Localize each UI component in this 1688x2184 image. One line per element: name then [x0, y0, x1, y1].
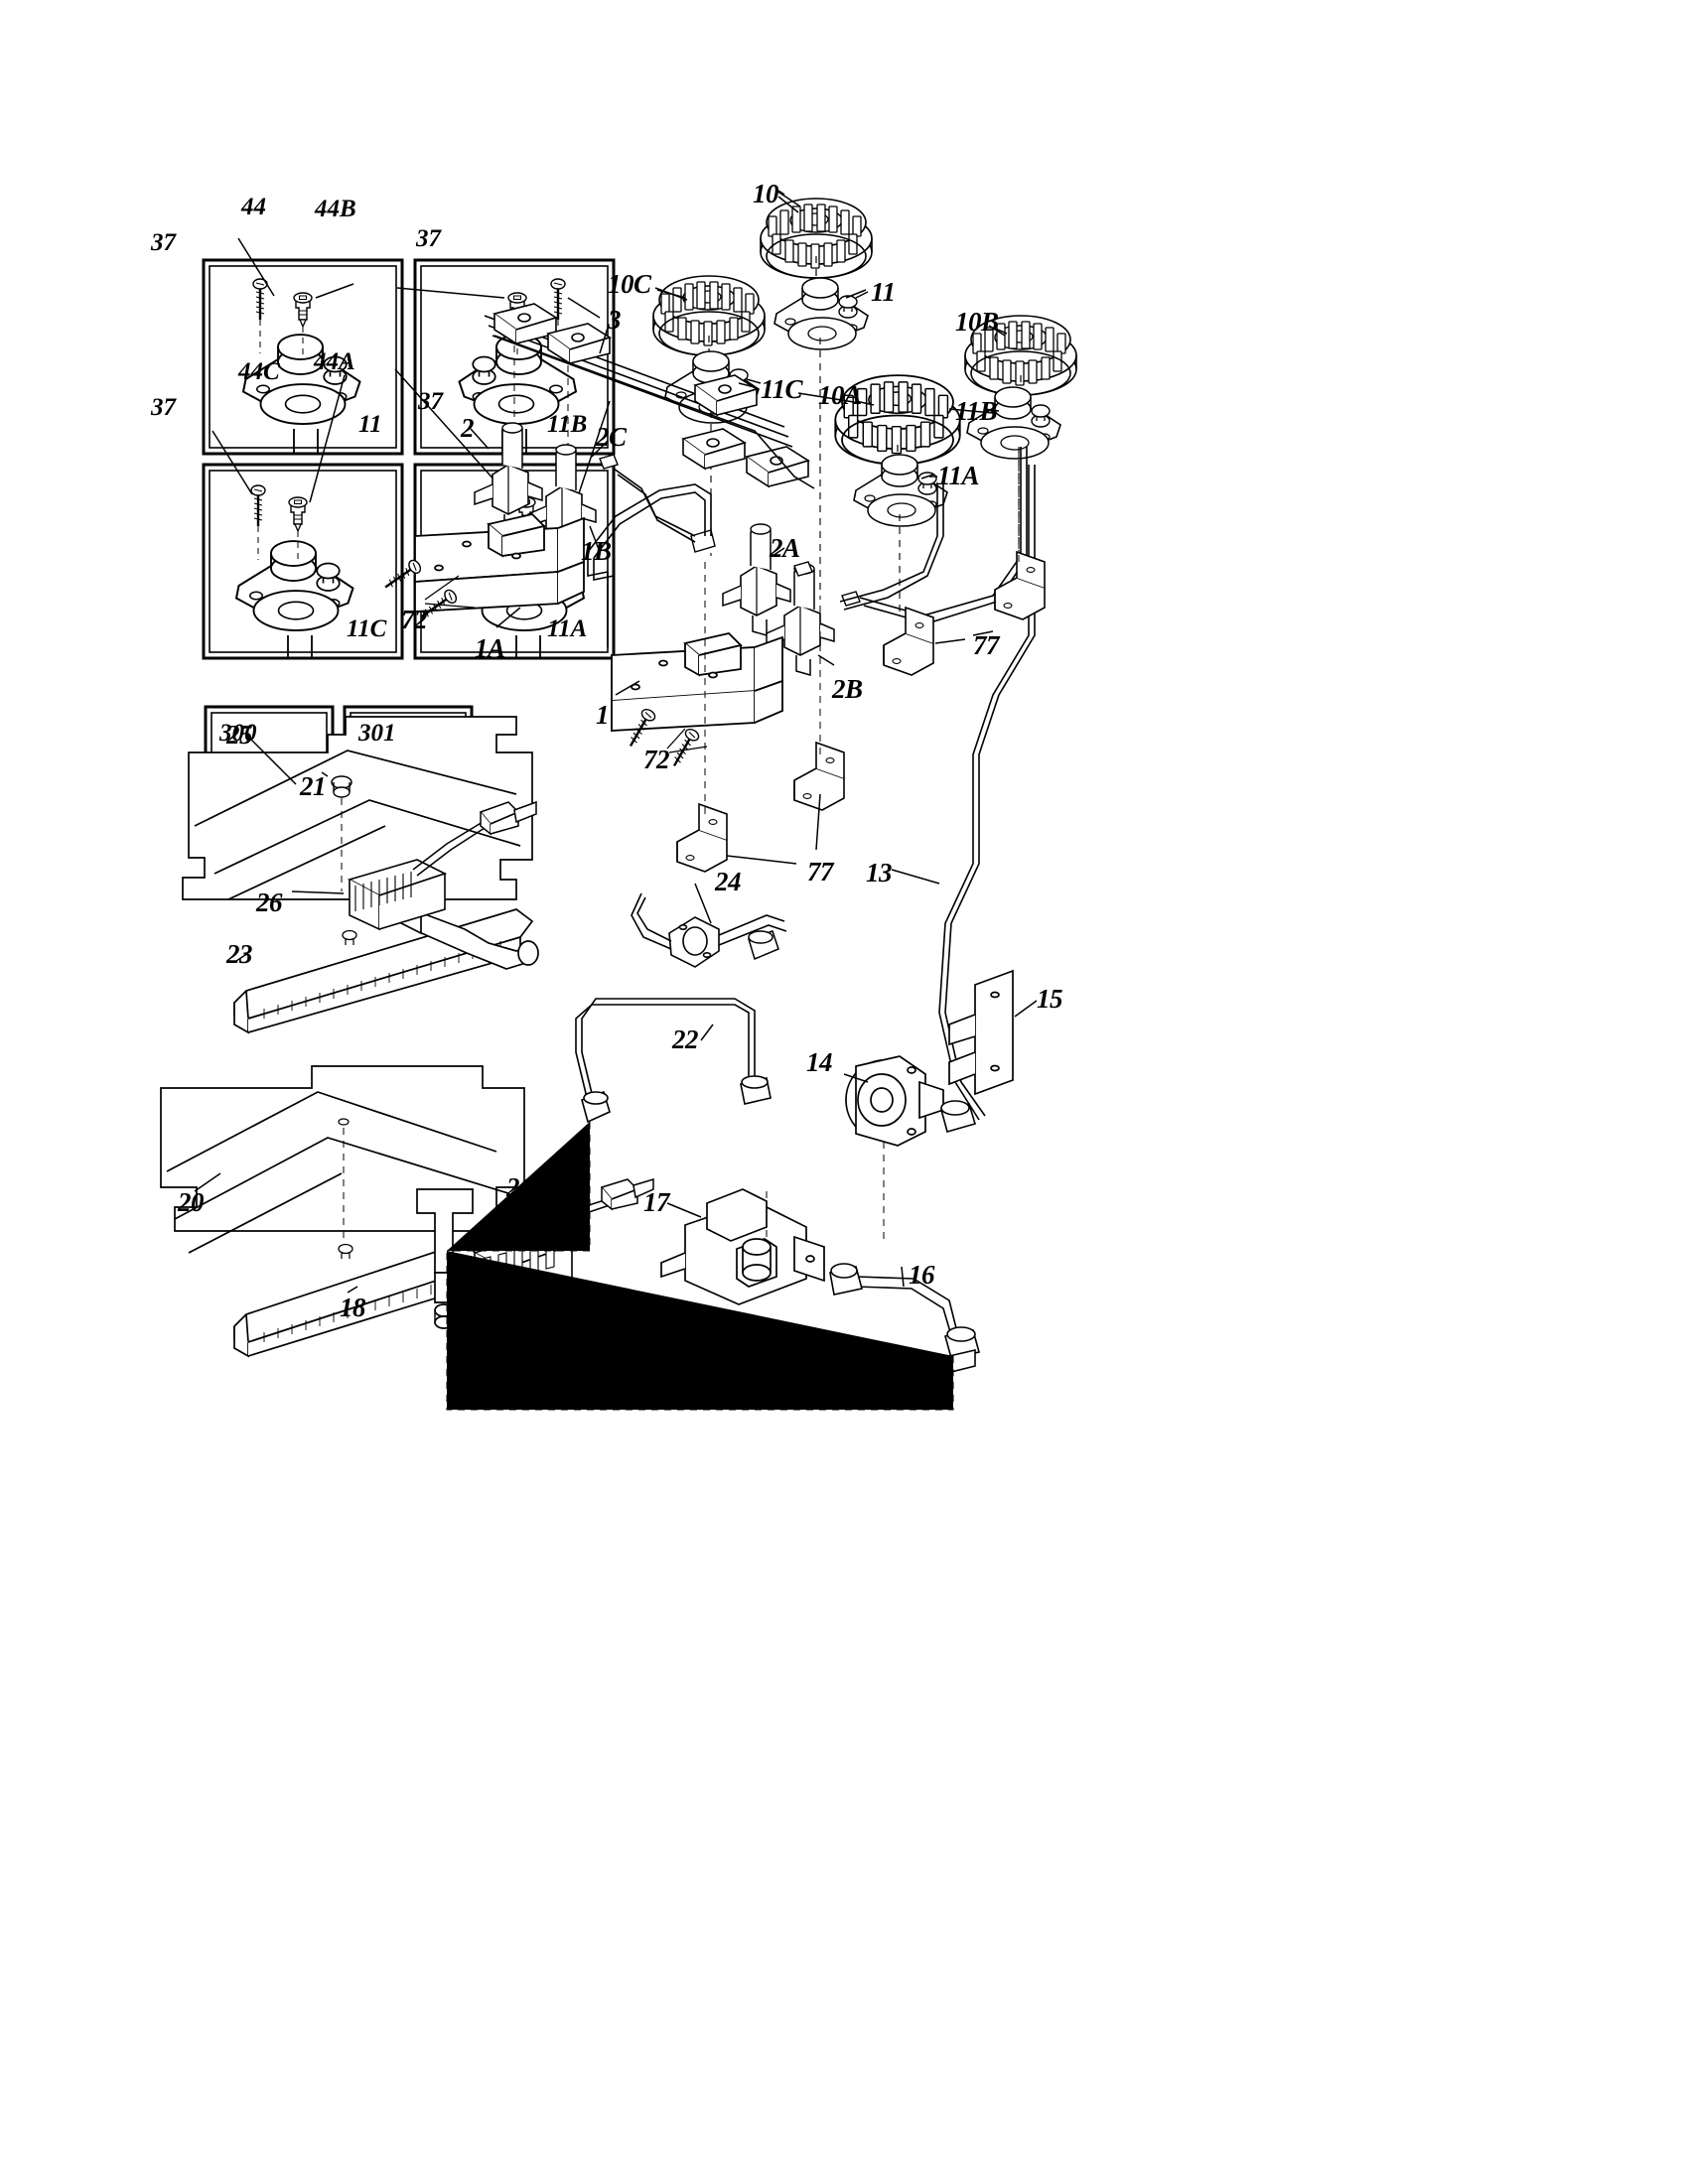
callout-72-lower: 72: [643, 745, 670, 774]
callout-18: 18: [340, 1293, 366, 1322]
callout-11-right: 11: [871, 277, 896, 307]
callout-37-box11C: 37: [151, 394, 176, 421]
callout-37-box11: 37: [151, 229, 176, 256]
callout-10A: 10A: [818, 380, 862, 410]
callout-11B: 11B: [955, 396, 998, 426]
callout-44-box11: 44: [241, 194, 266, 220]
callout-2: 2: [461, 413, 475, 443]
callout-77-lower: 77: [807, 857, 834, 887]
callout-16: 16: [909, 1260, 935, 1290]
callout-10: 10: [753, 179, 779, 208]
callout-26-lower: 26: [547, 1293, 574, 1322]
callout-37-box11B: 37: [416, 225, 441, 252]
callout-26-upper: 26: [256, 887, 283, 917]
callout-24: 24: [715, 867, 742, 896]
detail-box-label-11C: 11C: [347, 615, 387, 642]
callout-44C-box11C: 44C: [238, 358, 280, 385]
callout-2A: 2A: [770, 533, 800, 563]
callout-44A-box11A: 44A: [314, 348, 355, 375]
callout-10C: 10C: [608, 269, 651, 299]
callout-17: 17: [643, 1187, 670, 1217]
detail-box-label-301: 301: [358, 720, 396, 747]
callout-72-upper: 72: [401, 605, 428, 634]
callout-25: 25: [226, 720, 253, 750]
detail-box-label-11A: 11A: [547, 615, 588, 642]
callout-13: 13: [866, 858, 893, 887]
callout-23: 23: [226, 939, 253, 969]
callout-77-upper: 77: [973, 630, 1000, 660]
callout-10B: 10B: [955, 307, 999, 337]
callout-263: 263: [506, 1172, 546, 1202]
detail-box-label-11: 11: [358, 411, 382, 438]
callout-11C: 11C: [761, 374, 803, 404]
callout-21: 21: [300, 771, 327, 801]
callout-1A: 1A: [475, 633, 505, 663]
callout-1: 1: [596, 700, 610, 730]
callout-14: 14: [806, 1047, 833, 1077]
callout-15: 15: [1037, 984, 1063, 1014]
callout-3: 3: [608, 305, 622, 335]
callout-1B: 1B: [581, 536, 612, 566]
callout-2C: 2C: [596, 422, 627, 452]
callout-2B: 2B: [832, 674, 863, 704]
callout-37-box11A: 37: [418, 388, 443, 415]
callout-20: 20: [178, 1187, 205, 1217]
detail-box-label-300: 300: [219, 720, 257, 747]
callout-11A: 11A: [937, 461, 980, 490]
callout-44B-box11B: 44B: [315, 196, 356, 222]
detail-box-label-11B: 11B: [547, 411, 588, 438]
callout-22: 22: [672, 1024, 699, 1054]
